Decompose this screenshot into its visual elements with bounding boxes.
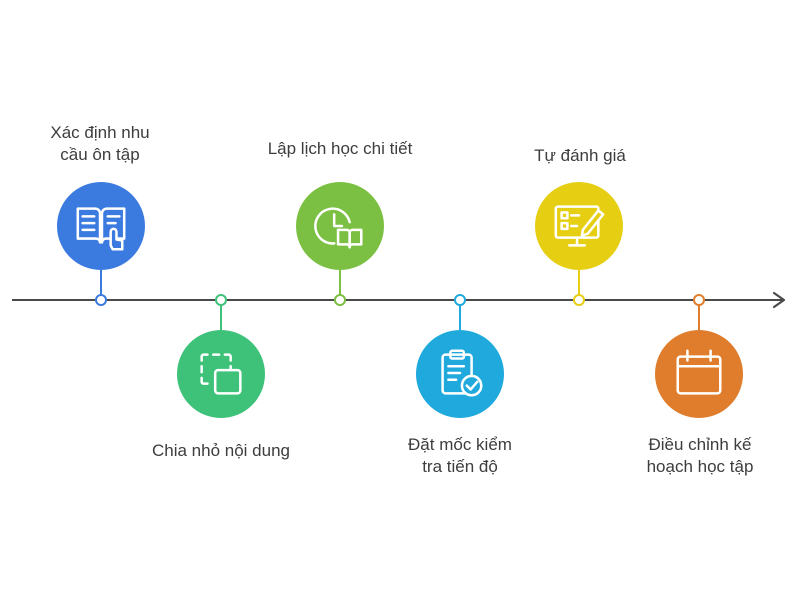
step-4-circle	[416, 330, 504, 418]
step-1-stem	[100, 270, 102, 300]
step-3-label: Lập lịch học chi tiết	[267, 139, 413, 158]
step-1-circle	[57, 182, 145, 270]
step-6-marker	[693, 294, 705, 306]
step-2-stem	[220, 300, 222, 330]
step-5-marker	[573, 294, 585, 306]
step-5-label: Tự đánh giá	[534, 146, 626, 165]
step-3-circle	[296, 182, 384, 270]
step-5-stem	[578, 270, 580, 300]
step-1-marker	[95, 294, 107, 306]
step-3-stem	[339, 270, 341, 300]
open-book-hand-icon	[76, 207, 126, 251]
step-2-circle	[177, 330, 265, 418]
clipboard-check-icon	[441, 349, 483, 397]
step-5-circle	[535, 182, 623, 270]
timeline-axis	[12, 299, 784, 301]
split-squares-icon	[200, 353, 242, 395]
monitor-checklist-pencil-icon	[554, 205, 605, 247]
step-2-label: Chia nhỏ nội dung	[151, 441, 290, 460]
calendar-icon	[676, 349, 722, 395]
step-6-circle	[655, 330, 743, 418]
clock-book-icon	[314, 207, 363, 249]
timeline-arrow-icon	[772, 291, 786, 309]
step-6-stem	[698, 300, 700, 330]
step-2-marker	[215, 294, 227, 306]
step-3-marker	[334, 294, 346, 306]
step-4-stem	[459, 300, 461, 330]
step-4-marker	[454, 294, 466, 306]
